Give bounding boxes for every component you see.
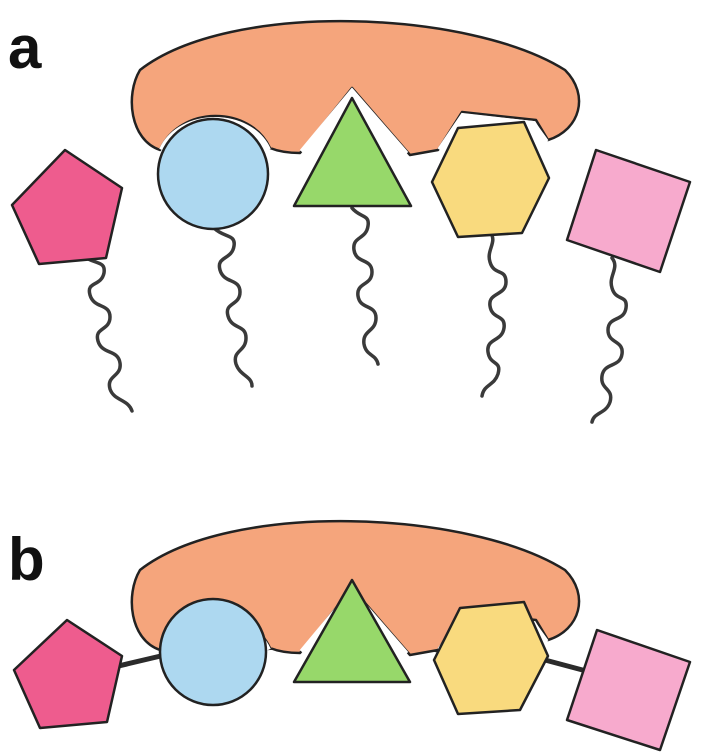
tether-pentagon-a [80,253,134,413]
tether-square-a [590,256,628,424]
triangle-ligand-a [292,96,413,208]
circle-ligand-a [156,117,270,231]
circle-ligand-b [158,597,268,707]
panel-a: a [8,14,692,424]
tether-hexagon-a [480,230,508,398]
square-ligand-b [565,628,692,752]
panel-b-label: b [8,526,45,593]
tether-triangle-a [350,206,380,366]
panel-b: b [8,520,692,752]
panel-a-label: a [8,14,42,81]
hexagon-ligand-b [432,600,550,716]
pentagon-ligand-b [12,618,124,730]
tether-circle-a [212,226,254,388]
pentagon-ligand-a [10,148,124,266]
receptor-a [130,20,581,157]
hexagon-ligand-a [430,120,551,239]
square-ligand-a [565,148,692,274]
triangle-ligand-b [292,578,412,684]
